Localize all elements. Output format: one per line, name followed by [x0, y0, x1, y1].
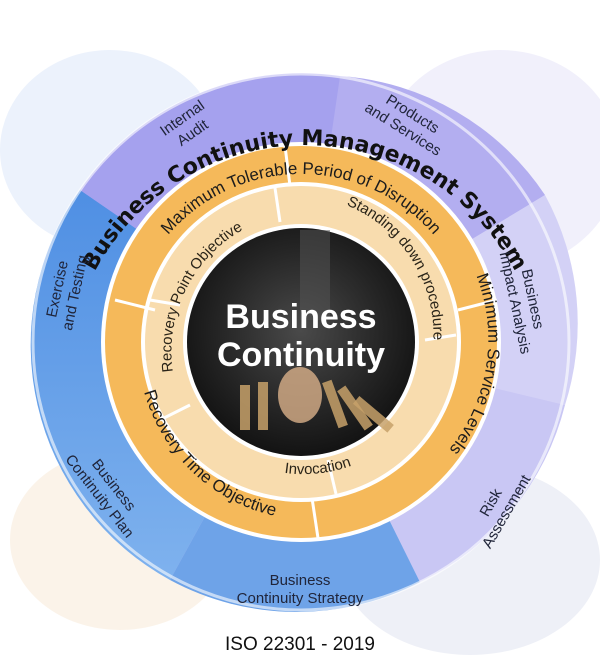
center-circle: Business Continuity: [183, 224, 419, 460]
svg-text:Continuity Strategy: Continuity Strategy: [237, 590, 364, 607]
center-title-line2: Continuity: [217, 336, 385, 374]
center-title-line1: Business: [225, 298, 376, 336]
iso-footer: ISO 22301 - 2019: [225, 634, 375, 655]
outer-label-bc-strategy: Business Continuity Strategy: [237, 572, 364, 607]
svg-text:Business: Business: [270, 572, 331, 589]
